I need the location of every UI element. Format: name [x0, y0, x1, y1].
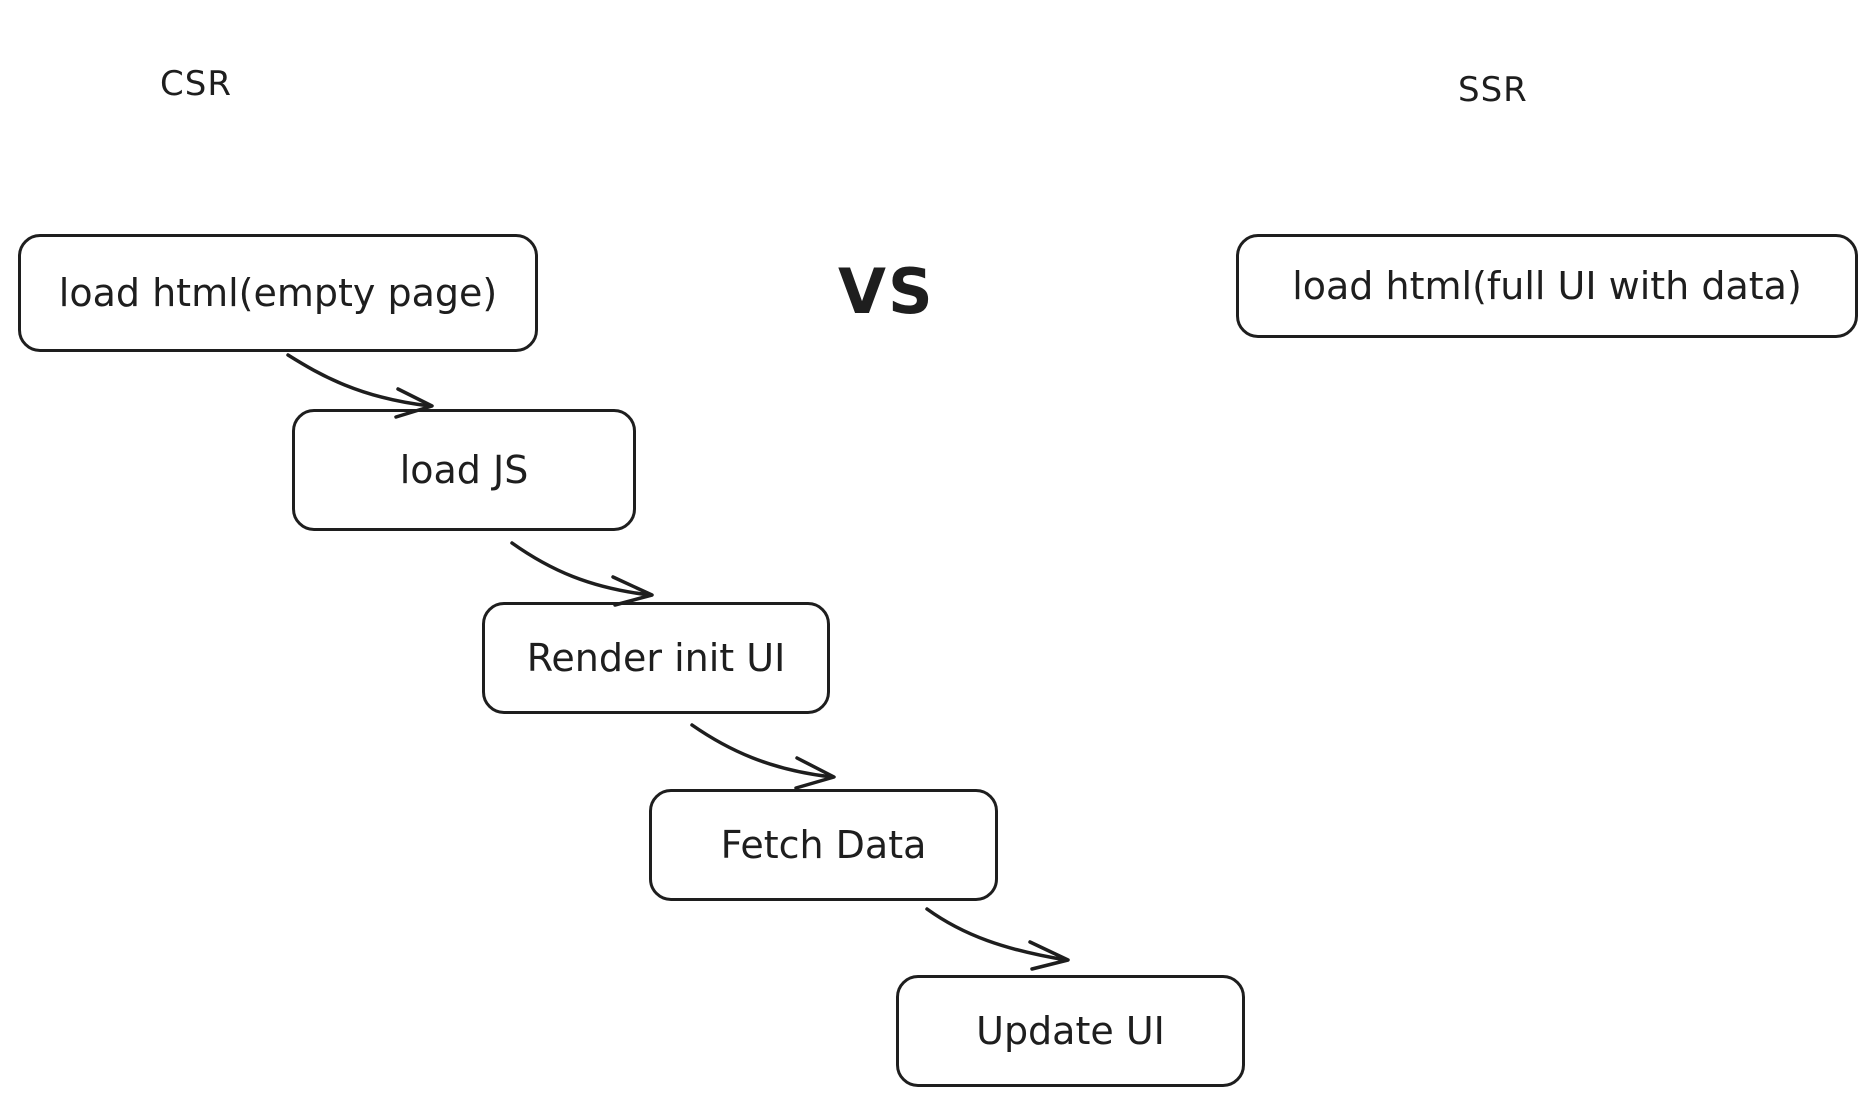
csr-step-update-ui: Update UI [896, 975, 1245, 1087]
csr-heading: CSR [160, 64, 232, 104]
arrow-load-html-to-load-js [286, 353, 434, 419]
csr-step-load-js: load JS [292, 409, 636, 531]
arrow-load-js-to-render-init-ui [510, 541, 654, 607]
csr-step-fetch-data: Fetch Data [649, 789, 998, 901]
arrow-render-init-ui-to-fetch-data [690, 723, 836, 790]
arrow-fetch-data-to-update-ui [925, 907, 1070, 971]
ssr-heading: SSR [1458, 70, 1528, 110]
csr-step-render-init-ui: Render init UI [482, 602, 830, 714]
csr-step-load-html: load html(empty page) [18, 234, 538, 352]
vs-label: VS [838, 255, 935, 328]
ssr-step-load-html: load html(full UI with data) [1236, 234, 1858, 338]
